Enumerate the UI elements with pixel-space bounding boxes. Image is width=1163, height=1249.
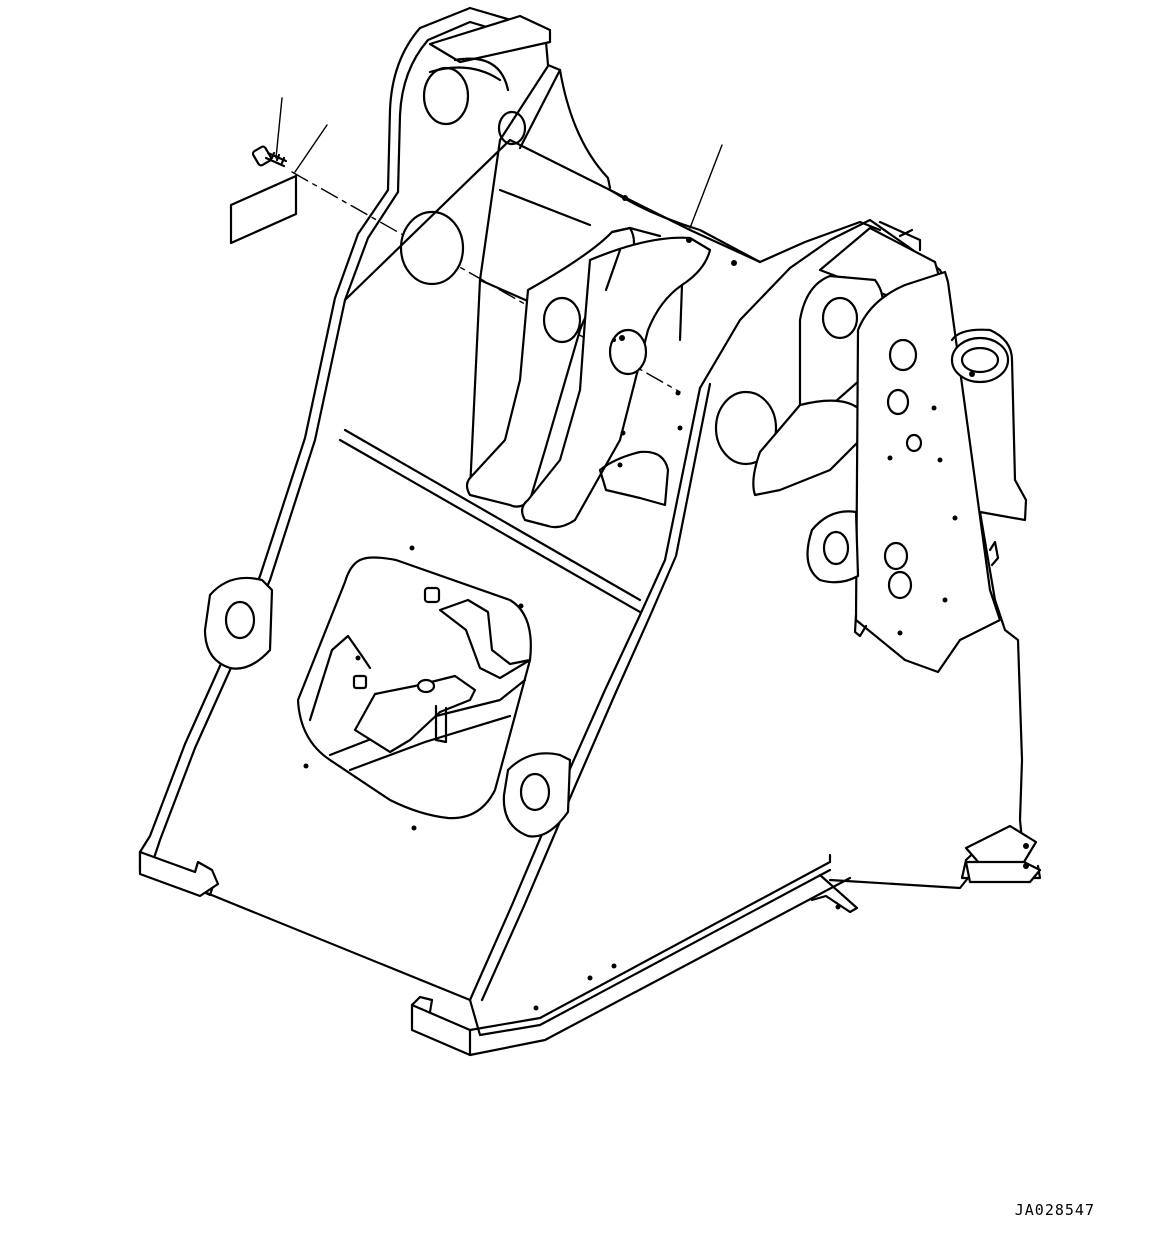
leader-lines [275,97,723,393]
lower-frame-details [203,545,572,838]
name-plate [229,174,298,245]
drawing-code-label: JA028547 [1014,1201,1095,1219]
leader-line-bolt [275,97,283,159]
center-line [291,171,681,393]
leader-line-plate [294,124,328,173]
leader-line-frame [689,144,723,229]
lift-arm-brackets [465,195,737,529]
front-frame-body [138,6,882,1057]
bolt-part [251,145,288,168]
right-side-structure [698,218,1042,890]
